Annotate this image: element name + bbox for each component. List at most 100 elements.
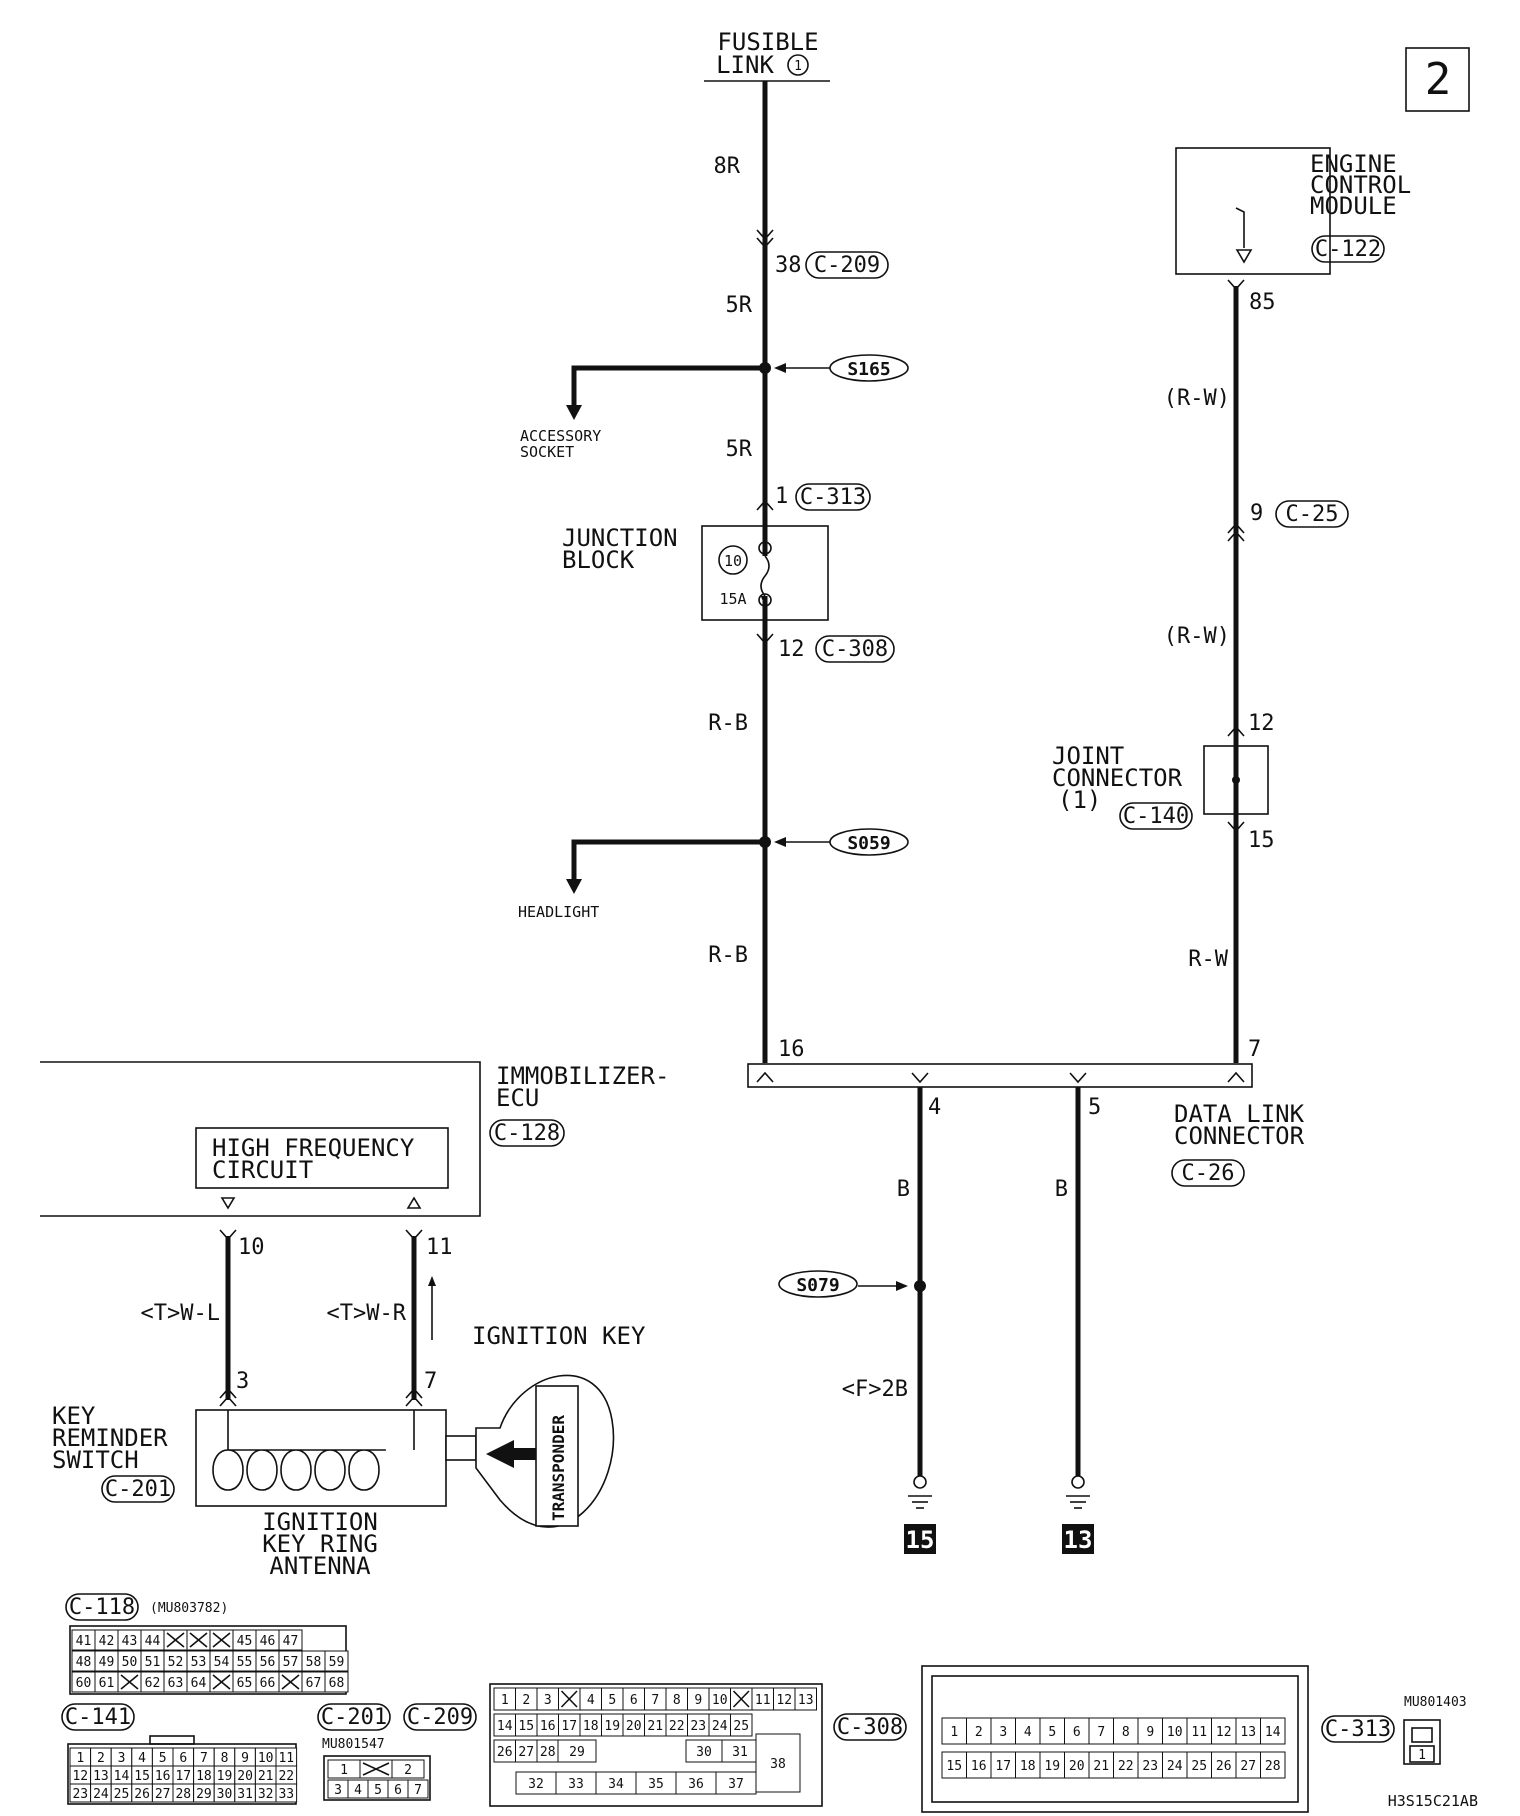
c308-view-label: C-308 (837, 1715, 903, 1740)
key-reminder-label-3: SWITCH (52, 1446, 139, 1474)
c141-pin-label: 6 (179, 1751, 187, 1766)
c141-pin-label: 27 (155, 1787, 171, 1802)
data-link-connector-label: DATA LINK (1174, 1100, 1305, 1128)
c313-cell (1088, 1717, 1114, 1745)
c118-blank-pin (212, 1674, 231, 1690)
fusible-link-label: FUSIBLE (717, 28, 818, 56)
c141-pin-label: 12 (72, 1769, 88, 1784)
c141-pin-label: 5 (159, 1751, 167, 1766)
c308-pin-label: 38 (770, 1757, 786, 1772)
c313-pin-1: 1 (1418, 1748, 1426, 1763)
high-frequency-circuit-label-2: CIRCUIT (212, 1156, 313, 1184)
c313-pin-label: 26 (1216, 1759, 1232, 1774)
c313-pin-label: 1 (950, 1725, 958, 1740)
c308-pin-label: 17 (561, 1719, 577, 1734)
page-number-box (1405, 47, 1470, 112)
ignition-key-label: IGNITION KEY (472, 1322, 646, 1350)
c313-view-label: C-313 (1325, 1717, 1391, 1742)
c313-pin-label: 13 (1240, 1725, 1256, 1740)
ecm-label: ENGINE (1310, 150, 1397, 178)
c313-pin-label: 25 (1191, 1759, 1207, 1774)
c118-blank-pin (212, 1632, 231, 1648)
c308-pin-label: 7 (651, 1693, 659, 1708)
c308-pin-label: 4 (587, 1693, 595, 1708)
c308-pin-label: 29 (569, 1745, 585, 1760)
pin-16: 16 (778, 1037, 805, 1062)
c313-pin-label: 15 (946, 1759, 962, 1774)
c201-blank-pin (362, 1762, 390, 1776)
c308-pin-label: 2 (522, 1693, 530, 1708)
wire-5R: 5R (726, 293, 753, 318)
c118-pin-label: 53 (191, 1655, 207, 1670)
pin-9: 9 (1250, 501, 1263, 526)
c313-pin-label: 27 (1240, 1759, 1256, 1774)
wire-RW-3: R-W (1188, 947, 1228, 972)
c308-pin-label: 33 (568, 1777, 584, 1792)
c141-pin-label: 8 (221, 1751, 229, 1766)
transponder-label: TRANSPONDER (549, 1415, 568, 1521)
c118-pin-label: 63 (168, 1676, 184, 1691)
c118-pin-label: 50 (122, 1655, 138, 1670)
fuse-rating: 15A (719, 590, 746, 608)
c141-pin-label: 2 (97, 1751, 105, 1766)
c308-pin-label: 19 (604, 1719, 620, 1734)
pin-11: 11 (426, 1235, 453, 1260)
c141-pin-label: 9 (241, 1751, 249, 1766)
c118-pin-label: 61 (99, 1676, 115, 1691)
immobilizer-ecu-box (40, 1061, 481, 1217)
c308-pin-label: 34 (608, 1777, 624, 1792)
c313-pin-label: 20 (1069, 1759, 1085, 1774)
c118-pin-label: 46 (260, 1634, 276, 1649)
c141-pin-label: 31 (237, 1787, 253, 1802)
c308-pin-label: 5 (608, 1693, 616, 1708)
wire-5R-2: 5R (726, 437, 753, 462)
c141-cell (275, 1783, 298, 1803)
c313-pin-label: 3 (999, 1725, 1007, 1740)
c118-cell (324, 1650, 349, 1672)
c141-view-label: C-141 (65, 1705, 131, 1730)
c313-cell (966, 1751, 992, 1779)
immobilizer-ecu-label: IMMOBILIZER- (496, 1062, 669, 1090)
c141-pin-label: 19 (217, 1769, 233, 1784)
c313-pin-label: 17 (995, 1759, 1011, 1774)
c118-part-number: (MU803782) (150, 1601, 228, 1616)
c118-pin-label: 55 (237, 1655, 253, 1670)
connector-c128: C-128 (494, 1121, 560, 1146)
c313-pin-label: 8 (1122, 1725, 1130, 1740)
c118-pin-label: 43 (122, 1634, 138, 1649)
c313-pin-label: 11 (1191, 1725, 1207, 1740)
c313-cell (1211, 1717, 1237, 1745)
c141-pin-label: 29 (196, 1787, 212, 1802)
c141-pin-label: 16 (155, 1769, 171, 1784)
c308-cell (794, 1687, 817, 1711)
antenna-label: IGNITION (262, 1508, 378, 1536)
pin-5: 5 (1088, 1095, 1101, 1120)
pin-12b: 12 (1248, 711, 1275, 736)
ground-symbol-13: 13 (1062, 1475, 1094, 1554)
wire-RW: (R-W) (1164, 386, 1230, 411)
high-frequency-circuit-label: HIGH FREQUENCY (212, 1134, 415, 1162)
c308-pin-label: 35 (648, 1777, 664, 1792)
c118-cell (278, 1629, 303, 1651)
junction-block: 10 15A (701, 520, 829, 630)
antenna-coil (212, 1449, 387, 1491)
c118-pin-label: 67 (306, 1676, 322, 1691)
joint-connector-label: JOINT (1052, 742, 1124, 770)
c313-pin-label: 28 (1265, 1759, 1281, 1774)
connector-c308: C-308 (822, 637, 888, 662)
c313-pin-label: 5 (1048, 1725, 1056, 1740)
antenna-label-3: ANTENNA (269, 1552, 371, 1580)
c118-cell (324, 1671, 349, 1693)
c308-pin-label: 31 (732, 1745, 748, 1760)
c118-pin-label: 48 (76, 1655, 92, 1670)
c313-pin-label: 22 (1118, 1759, 1134, 1774)
c313-pin-label: 7 (1097, 1725, 1105, 1740)
accessory-socket-label: ACCESSORY (520, 427, 601, 445)
ecm-box (1175, 147, 1331, 275)
c313-pin-label: 21 (1093, 1759, 1109, 1774)
fusible-link: FUSIBLE LINK 1 (704, 28, 830, 82)
wire-B: B (897, 1177, 910, 1202)
immobilizer-ecu-label-2: ECU (496, 1084, 539, 1112)
pin-3: 3 (236, 1369, 249, 1394)
